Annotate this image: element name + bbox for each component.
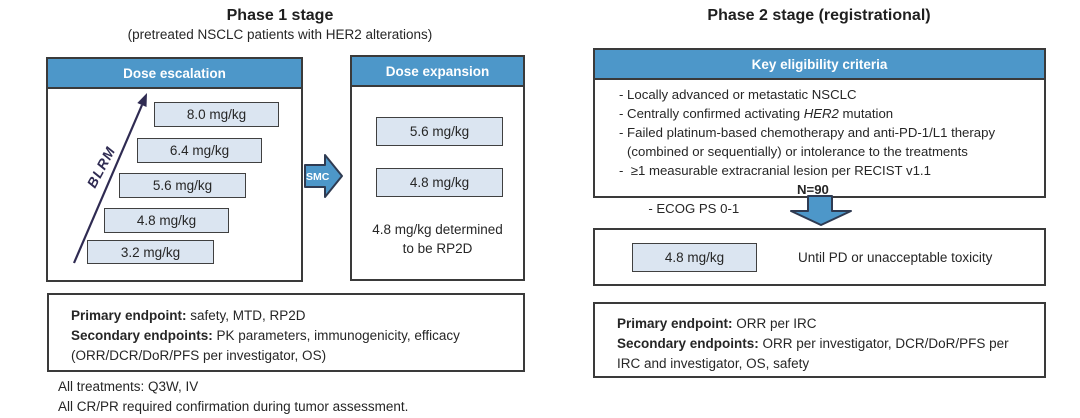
- phase1-secondary-endpoints: Secondary endpoints: PK parameters, immu…: [71, 328, 460, 343]
- eligibility-item: - Centrally confirmed activating HER2 mu…: [619, 106, 894, 121]
- treatment-dose-box: 4.8 mg/kg: [632, 243, 757, 272]
- expansion-dose-box-4-8: 4.8 mg/kg: [376, 168, 503, 197]
- phase2-secondary-endpoints: Secondary endpoints: ORR per investigato…: [617, 336, 1009, 351]
- eligibility-item: (combined or sequentially) or intoleranc…: [627, 144, 968, 159]
- smc-arrow-icon: SMC: [304, 154, 343, 198]
- phase1-endpoints-box: Primary endpoint: safety, MTD, RP2D Seco…: [47, 293, 525, 372]
- eligibility-panel: Key eligibility criteria - Locally advan…: [593, 48, 1046, 216]
- sample-size-label: N=90: [797, 182, 829, 197]
- phase1-primary-endpoint: Primary endpoint: safety, MTD, RP2D: [71, 308, 306, 323]
- phase1-subtitle: (pretreated NSCLC patients with HER2 alt…: [127, 27, 433, 42]
- dose-box-6-4: 6.4 mg/kg: [137, 138, 262, 163]
- dose-escalation-header: Dose escalation: [48, 59, 301, 89]
- footnote-confirmation: All CR/PR required confirmation during t…: [58, 398, 409, 414]
- phase1-footnotes: All treatments: Q3W, IV All CR/PR requir…: [58, 377, 408, 416]
- eligibility-item: - Locally advanced or metastatic NSCLC: [619, 87, 857, 102]
- eligibility-item: - ECOG PS 0-1 N=90: [648, 182, 829, 216]
- dose-expansion-panel: Dose expansion 5.6 mg/kg 4.8 mg/kg 4.8 m…: [350, 55, 525, 281]
- phase2-endpoints-box: Primary endpoint: ORR per IRC Secondary …: [593, 302, 1046, 378]
- dose-box-3-2: 3.2 mg/kg: [87, 240, 214, 264]
- treatment-duration: Until PD or unacceptable toxicity: [798, 249, 993, 265]
- eligibility-item: - ≥1 measurable extracranial lesion per …: [619, 163, 931, 178]
- smc-label: SMC: [306, 171, 330, 183]
- eligibility-list: - Locally advanced or metastatic NSCLC -…: [595, 80, 1044, 256]
- phase1-secondary-endpoints-cont: (ORR/DCR/DoR/PFS per investigator, OS): [71, 348, 327, 363]
- phase2-primary-endpoint: Primary endpoint: ORR per IRC: [617, 316, 817, 331]
- rp2d-note-line2: to be RP2D: [402, 241, 473, 256]
- rp2d-note: 4.8 mg/kg determined to be RP2D: [352, 220, 523, 258]
- phase2-title: Phase 2 stage (registrational): [707, 7, 931, 24]
- dose-expansion-header: Dose expansion: [352, 57, 523, 87]
- blrm-label: BLRM: [83, 143, 119, 191]
- dose-escalation-panel: Dose escalation BLRM 8.0 mg/kg 6.4 mg/kg…: [46, 57, 303, 282]
- footnote-treatments: All treatments: Q3W, IV: [58, 379, 199, 394]
- eligibility-header: Key eligibility criteria: [595, 50, 1044, 80]
- dose-box-8-0: 8.0 mg/kg: [154, 102, 279, 127]
- eligibility-item: - Failed platinum-based chemotherapy and…: [619, 125, 996, 140]
- down-arrow-icon: [790, 195, 852, 226]
- phase2-secondary-endpoints-cont: IRC and investigator, OS, safety: [617, 356, 810, 371]
- dose-box-5-6: 5.6 mg/kg: [119, 173, 246, 198]
- phase1-title: Phase 1 stage: [226, 7, 334, 24]
- rp2d-note-line1: 4.8 mg/kg determined: [372, 222, 503, 237]
- expansion-dose-box-5-6: 5.6 mg/kg: [376, 117, 503, 146]
- dose-box-4-8: 4.8 mg/kg: [104, 208, 229, 233]
- treatment-box: 4.8 mg/kg Until PD or unacceptable toxic…: [593, 228, 1046, 286]
